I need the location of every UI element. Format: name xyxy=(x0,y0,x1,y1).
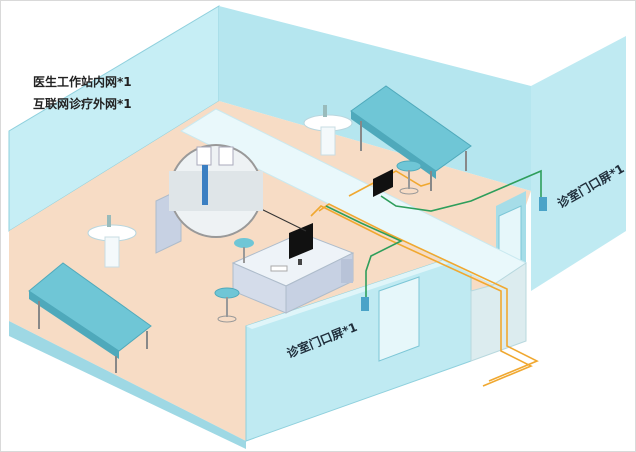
callout-line xyxy=(254,205,307,232)
keyboard xyxy=(270,265,288,272)
partition-door xyxy=(378,276,420,362)
left-door-screen xyxy=(361,297,369,311)
legend-internal-network: 医生工作站内网*1 xyxy=(33,75,132,89)
right-door-screen xyxy=(539,197,547,211)
desk xyxy=(231,232,355,314)
network-legend: 医生工作站内网*1 互联网诊疗外网*1 xyxy=(33,71,132,115)
stool-left xyxy=(214,287,240,323)
internal-network-cable xyxy=(325,169,542,301)
stool-back xyxy=(396,160,422,195)
partition-wall-top xyxy=(246,251,477,329)
legend-external-network: 互联网诊疗外网*1 xyxy=(33,97,132,111)
monitor-back xyxy=(373,169,393,197)
bed-left xyxy=(28,262,152,373)
office-chair xyxy=(234,238,254,263)
sink-left xyxy=(87,215,137,268)
sink-back xyxy=(303,105,353,156)
front-left-wall xyxy=(9,321,246,449)
right-wall xyxy=(531,36,626,291)
magnifier-callout xyxy=(169,144,263,238)
monitor xyxy=(289,223,313,265)
